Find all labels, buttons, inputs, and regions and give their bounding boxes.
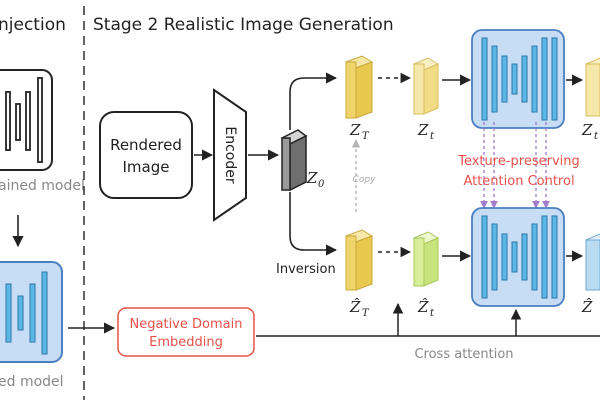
zt-bot-sub: t (430, 308, 435, 319)
encoder-label: Encoder (222, 126, 238, 183)
copy-label: Copy (353, 175, 377, 185)
attention-control-arrows (480, 122, 550, 209)
z0-label: Z (306, 169, 318, 187)
zt-far-bot-latent-icon (584, 233, 600, 291)
finetuned-model-label: ed model (0, 374, 64, 390)
zT-bot-sub: T (362, 308, 370, 319)
rendered-image-box (99, 111, 193, 199)
attention-control-line1: Texture-preserving (457, 154, 580, 169)
zT-top-sub: T (362, 131, 370, 142)
z0-sub: 0 (318, 179, 325, 190)
zt-top-sub: t (430, 131, 435, 142)
finetuned-model-icon (0, 261, 63, 363)
unet-bottom-icon (471, 207, 565, 307)
zT-bot-label: Ẑ (349, 298, 361, 316)
zt-bot-latent-icon (412, 231, 440, 287)
zt-bot-label: Ẑ (417, 298, 429, 316)
zt-top-label: Z (417, 121, 429, 139)
unet-top-icon (471, 29, 565, 129)
inversion-label: Inversion (276, 262, 336, 277)
pretrained-model-icon (0, 69, 53, 171)
zt-far-top-label: Z (581, 121, 593, 139)
branch-up (289, 72, 338, 130)
zT-top-label: Z (349, 121, 361, 139)
encoder-icon (213, 88, 247, 222)
stage2-title: Stage 2 Realistic Image Generation (93, 15, 394, 35)
branch-down (289, 192, 338, 256)
stage1-title: njection (0, 15, 66, 35)
attention-control-line2: Attention Control (463, 174, 574, 189)
zt-top-latent-icon (412, 57, 440, 115)
neg-embedding-line2: Embedding (149, 335, 223, 350)
zT-top-latent-icon (344, 55, 374, 119)
neg-embedding-line1: Negative Domain (130, 317, 243, 332)
cross-attention-label: Cross attention (414, 347, 513, 362)
zT-bot-latent-icon (344, 229, 374, 291)
zt-far-top-latent-icon (584, 57, 600, 117)
rendered-image-line2: Image (123, 158, 170, 176)
rendered-image-line1: Rendered (110, 136, 182, 154)
pretrained-model-label: ained model (0, 178, 85, 194)
z0-latent-icon (280, 129, 308, 192)
zt-far-top-sub: t (594, 131, 599, 142)
zt-far-bot-label: Ẑ (581, 298, 593, 316)
negative-domain-embedding-box (117, 307, 255, 357)
